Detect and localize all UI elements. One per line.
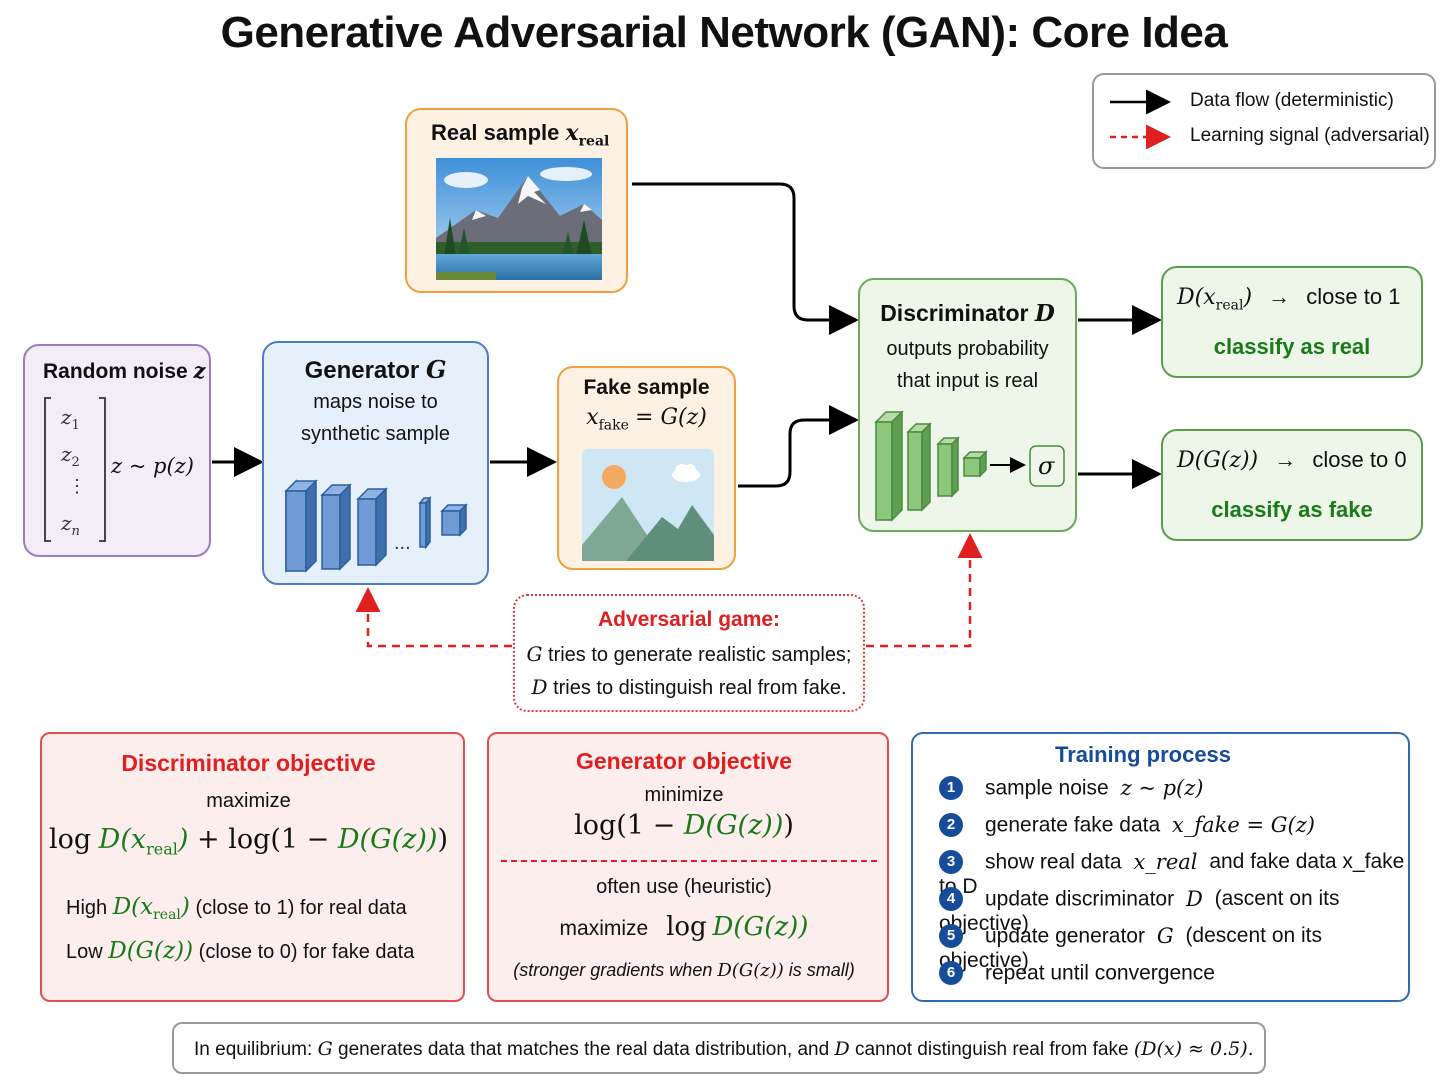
discriminator-objective-box: Discriminator objective maximize log D(x… — [40, 732, 465, 1002]
vector-ellipsis: ⋮ — [68, 476, 86, 497]
disc-objective-high: High D(xreal) (close to 1) for real data — [66, 894, 407, 923]
vector-entry-z2: z2 — [60, 442, 80, 470]
sigmoid-node — [1029, 445, 1065, 487]
disc-objective-formula: log D(xreal) + log(1 − D(G(z))) — [48, 824, 449, 859]
discriminator-box: Discriminator D outputs probability that… — [858, 278, 1077, 532]
gen-objective-minimize: minimize — [644, 784, 724, 806]
generator-title: Generator G — [304, 355, 447, 384]
output-real-label: classify as real — [1213, 334, 1371, 359]
random-noise-box: Random noise z z1 z2 ⋮ zn z ~ p(z) — [23, 344, 211, 557]
vector-entry-z1: z1 — [60, 405, 80, 433]
gen-objective-note: (stronger gradients when D(G(z)) is smal… — [513, 960, 855, 981]
placeholder-image-icon — [582, 449, 714, 561]
legend-arrows — [1110, 89, 1171, 149]
legend-learning-signal: Learning signal (adversarial) — [1190, 125, 1430, 146]
generator-desc-1: maps noise to — [313, 391, 438, 413]
gen-objective-divider — [501, 860, 877, 862]
fake-sample-title: Fake sample — [583, 376, 710, 399]
adversarial-game-box: Adversarial game: G tries to generate re… — [513, 594, 865, 712]
adversarial-line-1: G tries to generate realistic samples; — [526, 642, 852, 666]
adversarial-line-2: D tries to distinguish real from fake. — [531, 675, 847, 699]
discriminator-network-icon — [874, 410, 1065, 522]
sigmoid-symbol: σ — [1038, 452, 1055, 480]
adversarial-to-generator-arrow — [355, 587, 512, 648]
disc-objective-maximize: maximize — [206, 790, 291, 812]
page-title: Generative Adversarial Network (GAN): Co… — [220, 8, 1228, 57]
output-fake-box: D(G(z)) → close to 0 classify as fake — [1161, 429, 1423, 541]
fake-to-discriminator-arrow — [738, 405, 859, 488]
adversarial-title: Adversarial game: — [597, 608, 781, 631]
generator-dots: ... — [394, 532, 411, 554]
training-title: Training process — [1054, 742, 1232, 767]
gen-objective-heuristic: maximize log D(G(z)) — [559, 912, 809, 942]
equilibrium-text: In equilibrium: G generates data that ma… — [194, 1038, 1254, 1060]
fake-sample-equation: xfake = G(z) — [586, 405, 707, 434]
noise-var: z — [193, 358, 206, 383]
real-sample-title: Real sample xreal — [431, 120, 610, 150]
discriminator-desc-1: outputs probability — [886, 338, 1049, 360]
real-to-discriminator-arrow — [632, 182, 859, 335]
output-real-expr: D(xreal) → close to 1 — [1177, 284, 1401, 314]
mountain-photo — [436, 158, 602, 280]
output-fake-expr: D(G(z)) → close to 0 — [1177, 447, 1407, 473]
equilibrium-note: In equilibrium: G generates data that ma… — [172, 1022, 1266, 1074]
adversarial-to-discriminator-arrow — [866, 533, 983, 648]
disc-objective-low: Low D(G(z)) (close to 0) for fake data — [66, 938, 415, 964]
discriminator-desc-2: that input is real — [896, 370, 1039, 392]
generator-desc-2: synthetic sample — [301, 423, 450, 445]
generator-objective-box: Generator objective minimize log(1 − D(G… — [487, 732, 889, 1002]
noise-distribution: z ~ p(z) — [111, 454, 194, 478]
vector-entry-zn: zn — [60, 511, 80, 539]
generator-network-icon: ... — [284, 479, 468, 573]
noise-vector: z1 z2 ⋮ zn — [44, 397, 106, 542]
gen-objective-often: often use (heuristic) — [596, 876, 772, 898]
generator-box: Generator G maps noise to synthetic samp… — [262, 341, 489, 585]
disc-objective-title: Discriminator objective — [121, 750, 376, 776]
gen-objective-title: Generator objective — [575, 748, 793, 774]
legend: Data flow (deterministic) Learning signa… — [1092, 73, 1436, 169]
discriminator-title: Discriminator D — [880, 300, 1055, 327]
real-sample-box: Real sample xreal — [405, 108, 628, 293]
gen-objective-formula: log(1 − D(G(z))) — [574, 810, 794, 841]
noise-title: Random noise z — [43, 358, 206, 383]
fake-sample-box: Fake sample xfake = G(z) — [557, 366, 736, 570]
legend-data-flow: Data flow (deterministic) — [1190, 90, 1394, 111]
output-real-box: D(xreal) → close to 1 classify as real — [1161, 266, 1423, 378]
output-fake-label: classify as fake — [1211, 497, 1373, 522]
